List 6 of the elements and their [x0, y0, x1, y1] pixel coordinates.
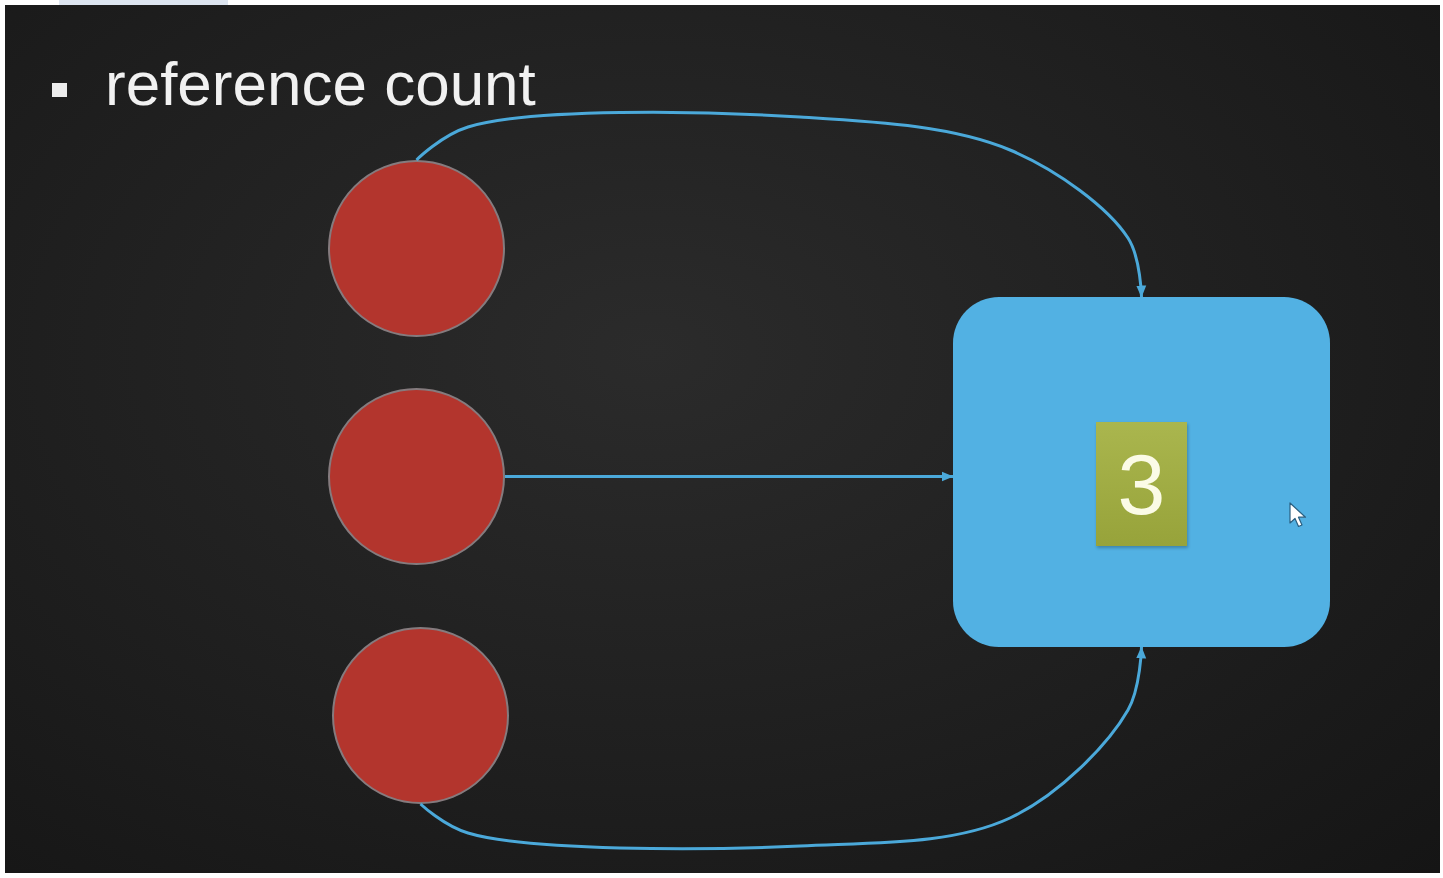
arrow — [505, 471, 954, 482]
arrow — [419, 646, 1147, 851]
arrow — [415, 110, 1147, 298]
count-tile: 3 — [1096, 422, 1187, 546]
slide-title: reference count — [105, 50, 536, 119]
object-box — [953, 297, 1330, 647]
